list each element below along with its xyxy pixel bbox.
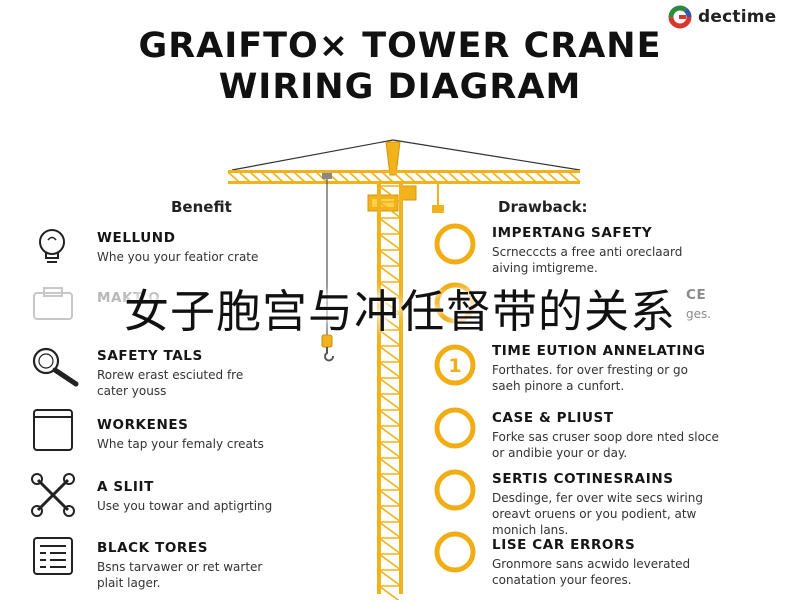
ring-icon [434, 531, 476, 573]
drawback-item-desc: ges. [686, 307, 712, 321]
benefit-item-name: MAKT O [97, 290, 161, 306]
drawback-item-3: TIME EUTION ANNELATING Forthates. for ov… [492, 343, 706, 394]
benefit-item-4: WORKENES Whe tap your femaly creats [97, 417, 264, 452]
page-title-line-2: WIRING DIAGRAM [218, 67, 582, 107]
benefit-item-name: A SLIIT [97, 479, 154, 495]
ring-icon [434, 223, 476, 265]
lightbulb-icon [39, 229, 65, 263]
benefit-item-name: WELLUND [97, 230, 176, 246]
benefit-item-name: SAFETY TALS [97, 348, 203, 364]
tablet-icon [33, 287, 73, 320]
crane-mast [377, 184, 403, 600]
magnifier-icon [32, 347, 79, 387]
drawback-item-name: SERTIS COTINESRAINS [492, 471, 674, 487]
ring-one-glyph: 1 [448, 355, 461, 377]
benefit-item-desc: Whe tap your femaly creats [97, 437, 264, 451]
benefit-item-2: MAKT O [97, 290, 160, 306]
crane-jib [227, 170, 581, 184]
drawback-item-name: LISE CAR ERRORS [492, 537, 636, 553]
document-icon [33, 537, 73, 575]
benefit-item-name: BLACK TORES [97, 540, 209, 556]
benefit-item-5: A SLIIT Use you towar and aptigrting [97, 479, 272, 514]
drawback-item-2: CE ges. [686, 287, 711, 322]
tie-rod-right [392, 139, 581, 171]
drawback-column-header: Drawback: [498, 198, 588, 216]
counterweight-inner [372, 199, 394, 207]
benefit-column-header: Benefit [171, 198, 232, 216]
tools-icon [31, 473, 75, 517]
logo-text: dectime [698, 7, 777, 27]
drawback-item-5: SERTIS COTINESRAINS Desdinge, fer over w… [492, 471, 703, 538]
device-icon [33, 409, 73, 451]
benefit-item-desc: Whe you your featior crate [97, 250, 259, 264]
drawback-item-name: IMPERTANG SAFETY [492, 225, 653, 241]
drawback-item-name: TIME EUTION ANNELATING [492, 343, 706, 359]
drawback-item-name: CASE & PLIUST [492, 410, 614, 426]
tie-rod-left [231, 139, 394, 171]
ring-icon [434, 282, 476, 324]
hook-icon [324, 347, 334, 362]
benefit-item-name: WORKENES [97, 417, 189, 433]
trolley [322, 173, 332, 179]
overlay-caption: 女子胞宫与冲任督带的关系 [123, 285, 676, 338]
benefit-item-desc: Use you towar and aptigrting [97, 499, 273, 513]
ring-one-icon: 1 [434, 344, 476, 386]
page-title-line-1: GRAIFTO× TOWER CRANE [138, 26, 662, 66]
drawback-item-6: LISE CAR ERRORS Gronmore sans acwido lev… [492, 537, 690, 588]
drawback-item-1: IMPERTANG SAFETY Scrnecccts a free anti … [492, 225, 682, 276]
logo-mark-icon [668, 5, 692, 29]
drawback-item-4: CASE & PLIUST Forke sas cruser soop dore… [492, 410, 719, 461]
ring-icon [434, 407, 476, 449]
drawback-item-name: CE [686, 287, 707, 303]
ring-icon [434, 469, 476, 511]
brand-logo: dectime [668, 5, 793, 29]
benefit-item-1: WELLUND Whe you your featior crate [97, 230, 258, 265]
